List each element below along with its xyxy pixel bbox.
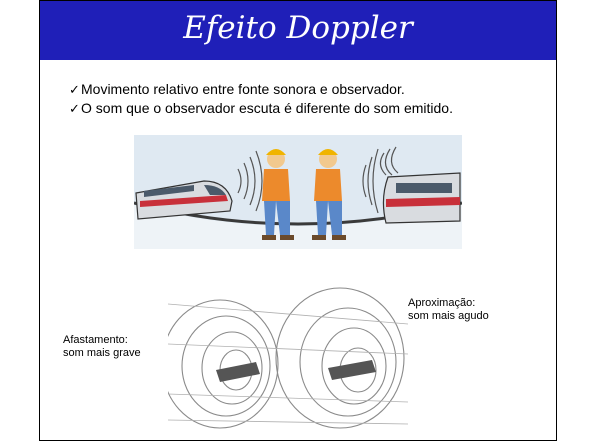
bullet-item: ✓O som que o observador escuta é diferen… (69, 99, 539, 118)
doppler-trains-illustration (134, 135, 462, 249)
slide-title: Efeito Doppler (183, 10, 413, 46)
title-bar (40, 1, 556, 60)
caption-approaching-line1: Aproximação: (408, 297, 476, 309)
caption-receding-line2: som mais grave (63, 347, 141, 359)
caption-approaching-line2: som mais agudo (408, 310, 489, 322)
caption-approaching: Aproximação: som mais agudo (408, 297, 489, 323)
caption-receding: Afastamento: som mais grave (63, 334, 141, 360)
check-icon: ✓ (69, 101, 80, 116)
bullet-text: O som que o observador escuta é diferent… (81, 100, 453, 116)
caption-receding-line1: Afastamento: (63, 334, 128, 346)
bullet-item: ✓Movimento relativo entre fonte sonora e… (69, 80, 539, 99)
doppler-wavefronts-illustration (168, 284, 408, 432)
slide-frame (39, 0, 557, 441)
bullet-text: Movimento relativo entre fonte sonora e … (81, 81, 405, 97)
check-icon: ✓ (69, 82, 80, 97)
bullet-list: ✓Movimento relativo entre fonte sonora e… (69, 80, 539, 118)
